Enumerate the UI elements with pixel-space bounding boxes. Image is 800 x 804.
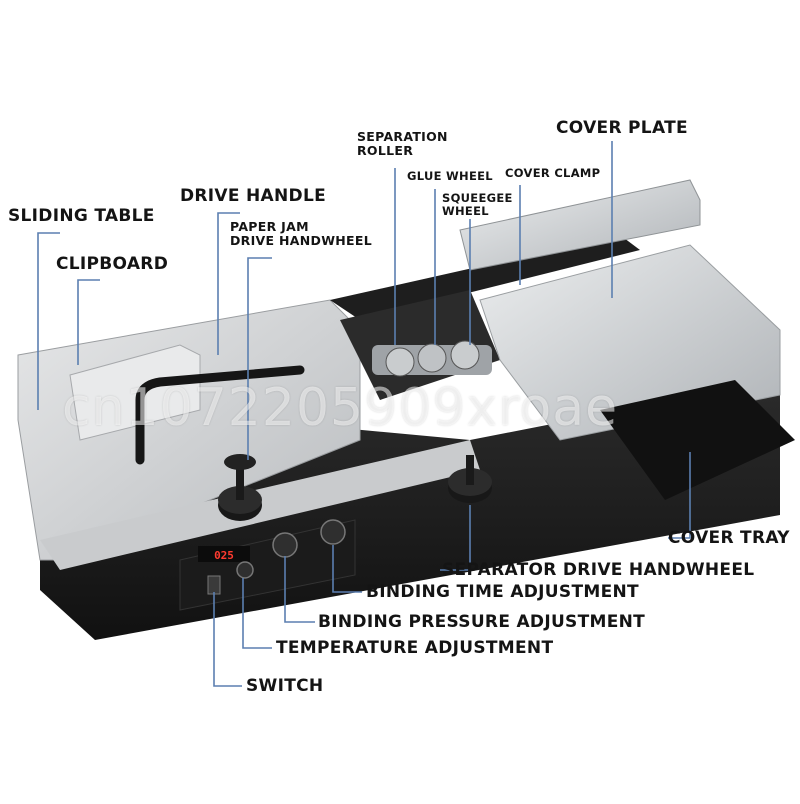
leader-switch (213, 592, 242, 687)
label-clipboard: CLIPBOARD (56, 254, 169, 274)
control-panel (179, 519, 356, 611)
leader-paper-jam (247, 257, 272, 460)
label-glue-wheel: GLUE WHEEL (407, 169, 493, 183)
label-paper-jam: PAPER JAM DRIVE HANDWHEEL (230, 219, 372, 248)
handwheel-right (448, 455, 492, 503)
label-squeegee-wheel: SQUEEGEE WHEEL (442, 191, 513, 218)
sliding-table-body (17, 299, 361, 561)
leader-drive-handle (217, 212, 240, 355)
label-cover-clamp: COVER CLAMP (505, 166, 601, 180)
leader-clipboard (77, 279, 100, 365)
label-binding-time-adjustment: BINDING TIME ADJUSTMENT (366, 582, 639, 602)
cover-tray (600, 380, 795, 500)
label-switch: SWITCH (246, 676, 324, 696)
label-separation-roller: SEPARATION ROLLER (357, 129, 448, 158)
watermark: cn1072205909xroae (62, 378, 619, 438)
leader-binding-pressure (284, 556, 315, 623)
label-cover-tray: COVER TRAY (668, 528, 790, 548)
display-readout: 025 (214, 549, 234, 562)
label-cover-plate: COVER PLATE (556, 118, 688, 138)
leader-separator-drive (440, 505, 471, 571)
leader-lines (37, 141, 691, 687)
label-sliding-table: SLIDING TABLE (8, 206, 155, 226)
label-separator-drive-handwheel: SEPARATOR DRIVE HANDWHEEL (442, 560, 755, 580)
back-rail (330, 235, 640, 320)
drive-handle (135, 365, 305, 465)
label-drive-handle: DRIVE HANDLE (180, 186, 326, 206)
leader-binding-time (332, 545, 362, 593)
handwheel-left (218, 454, 262, 521)
label-binding-pressure-adjustment: BINDING PRESSURE ADJUSTMENT (318, 612, 646, 632)
leader-sliding-table (37, 232, 60, 410)
label-temperature-adjustment: TEMPERATURE ADJUSTMENT (276, 638, 554, 658)
rollers (372, 340, 492, 377)
leader-temperature (242, 578, 272, 649)
leader-cover-tray (668, 452, 691, 539)
